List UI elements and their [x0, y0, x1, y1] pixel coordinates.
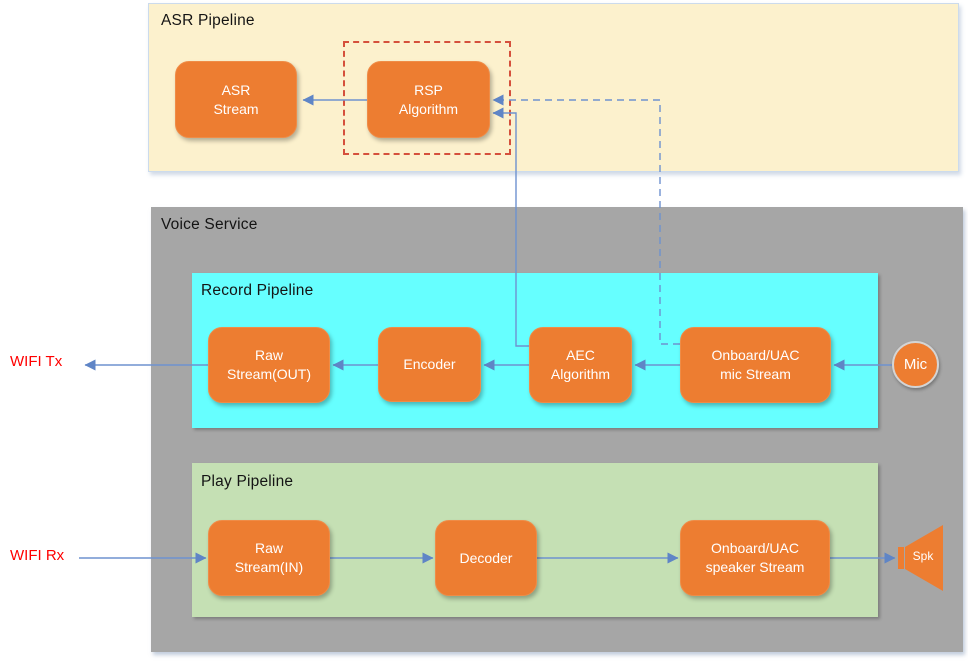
record-pipeline-title: Record Pipeline: [201, 282, 314, 299]
node-rsp-algorithm: RSP Algorithm: [367, 61, 490, 138]
play-pipeline-title: Play Pipeline: [201, 473, 294, 490]
voice-service-title: Voice Service: [161, 216, 258, 233]
rsp-highlight-dashed-box: [343, 41, 511, 155]
spk-label: Spk: [912, 549, 934, 563]
asr-pipeline-title: ASR Pipeline: [161, 12, 255, 29]
node-asr-stream: ASR Stream: [175, 61, 297, 138]
node-decoder: Decoder: [435, 520, 537, 596]
speaker-driver: [898, 547, 904, 569]
wifi-tx-label: WIFI Tx: [10, 353, 63, 370]
node-onboard-uac-mic-stream: Onboard/UAC mic Stream: [680, 327, 831, 403]
node-onboard-uac-speaker-stream: Onboard/UAC speaker Stream: [680, 520, 830, 596]
node-encoder: Encoder: [378, 327, 481, 402]
speaker-icon: [898, 525, 943, 591]
wifi-rx-label: WIFI Rx: [10, 547, 65, 564]
node-raw-stream-in: Raw Stream(IN): [208, 520, 330, 596]
mic-icon: Mic: [892, 341, 939, 388]
mic-label: Mic: [903, 356, 928, 373]
node-aec-algorithm: AEC Algorithm: [529, 327, 632, 403]
speaker-horn: [905, 525, 943, 591]
node-raw-stream-out: Raw Stream(OUT): [208, 327, 330, 403]
